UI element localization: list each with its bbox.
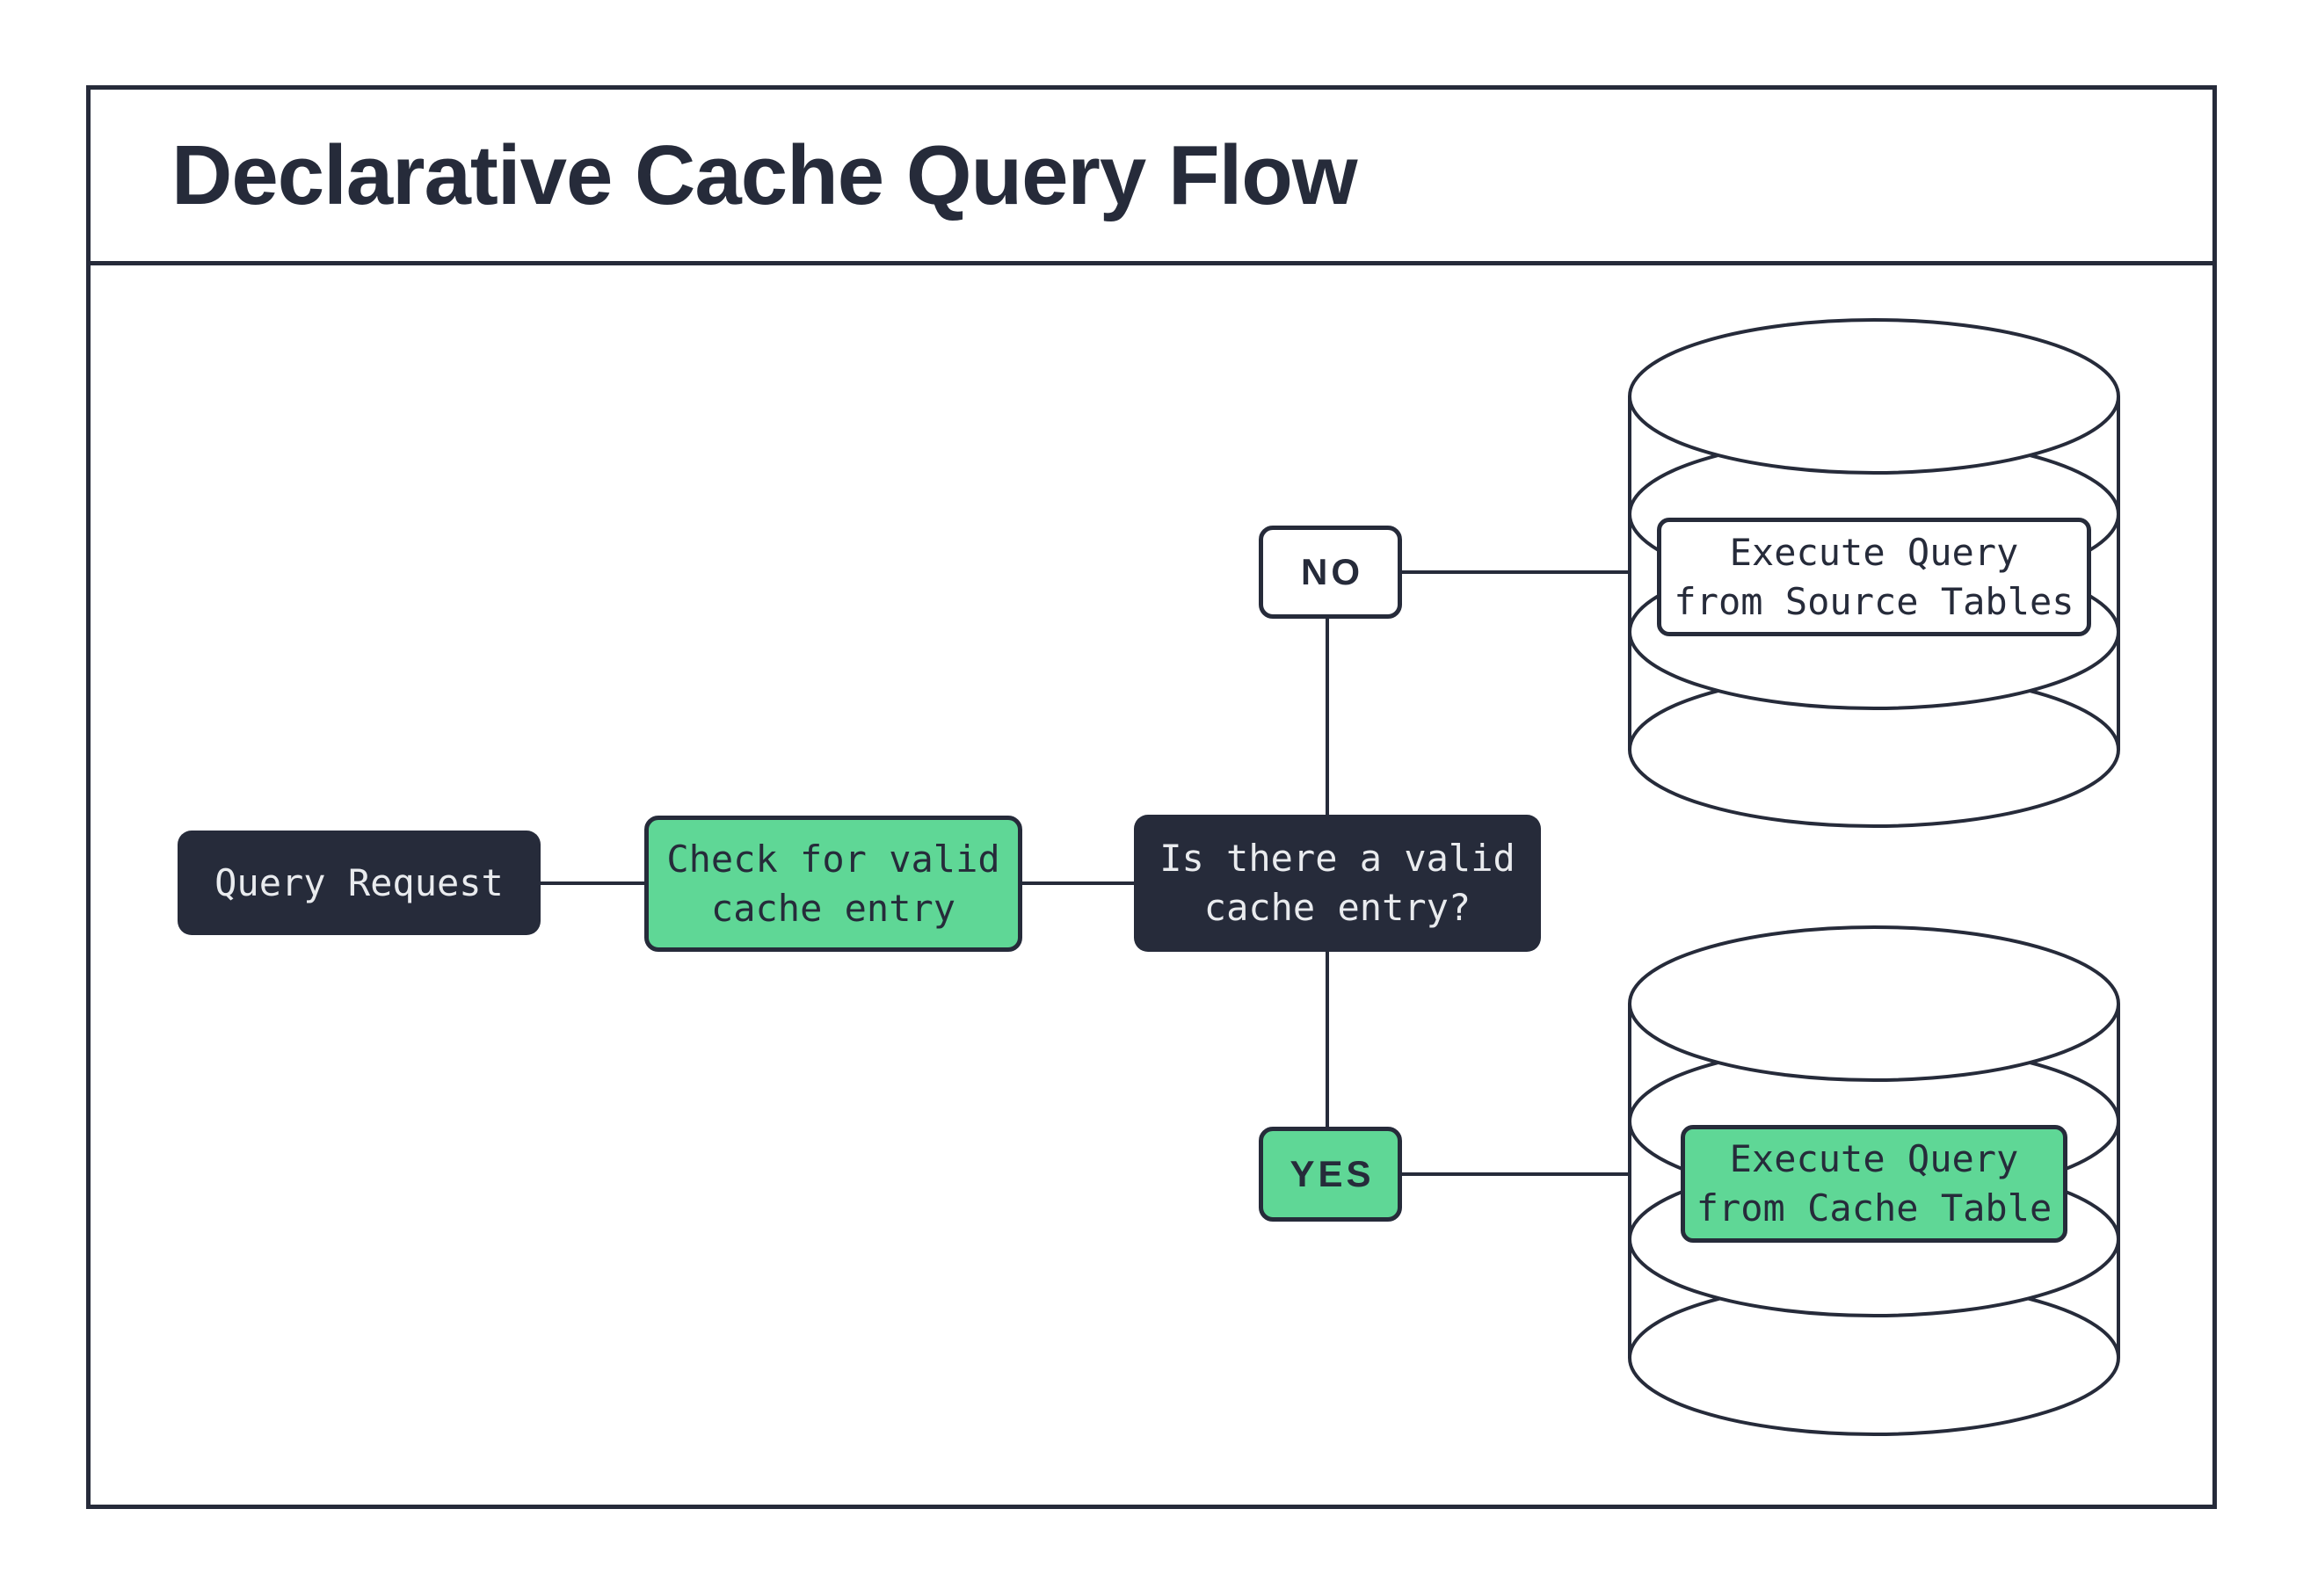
flow-node-label-line: cache entry: [710, 886, 956, 930]
flow-node-label-line: cache entry?: [1203, 886, 1471, 929]
cylinder-disk: [1628, 925, 2120, 1082]
branch-label-no: NO: [1259, 526, 1402, 619]
db-label-line: Execute Query: [1729, 530, 2019, 574]
branch-yes-text: YES: [1290, 1153, 1375, 1194]
flow-node-label-line: Is there a valid: [1159, 837, 1515, 880]
flow-node-label-line: Check for valid: [666, 837, 1000, 881]
db-label-source: Execute Query from Source Tables: [1657, 518, 2091, 636]
cylinder-disk: [1628, 318, 2120, 475]
db-label-line: Execute Query: [1729, 1137, 2019, 1180]
page-title: Declarative Cache Query Flow: [171, 127, 1358, 222]
branch-label-yes: YES: [1259, 1127, 1402, 1222]
flow-node-label: Query Request: [214, 860, 504, 904]
db-label-cache: Execute Query from Cache Table: [1681, 1125, 2067, 1243]
branch-no-text: NO: [1301, 551, 1363, 592]
flow-node-check-cache: Check for valid cache entry: [644, 816, 1022, 952]
db-label-line: from Cache Table: [1696, 1186, 2052, 1230]
title-bar: Declarative Cache Query Flow: [91, 90, 2212, 265]
flow-node-decision: Is there a valid cache entry?: [1134, 815, 1541, 952]
flow-node-query-request: Query Request: [178, 831, 541, 935]
diagram-frame: Declarative Cache Query Flow: [86, 85, 2217, 1509]
db-label-line: from Source Tables: [1674, 579, 2074, 623]
